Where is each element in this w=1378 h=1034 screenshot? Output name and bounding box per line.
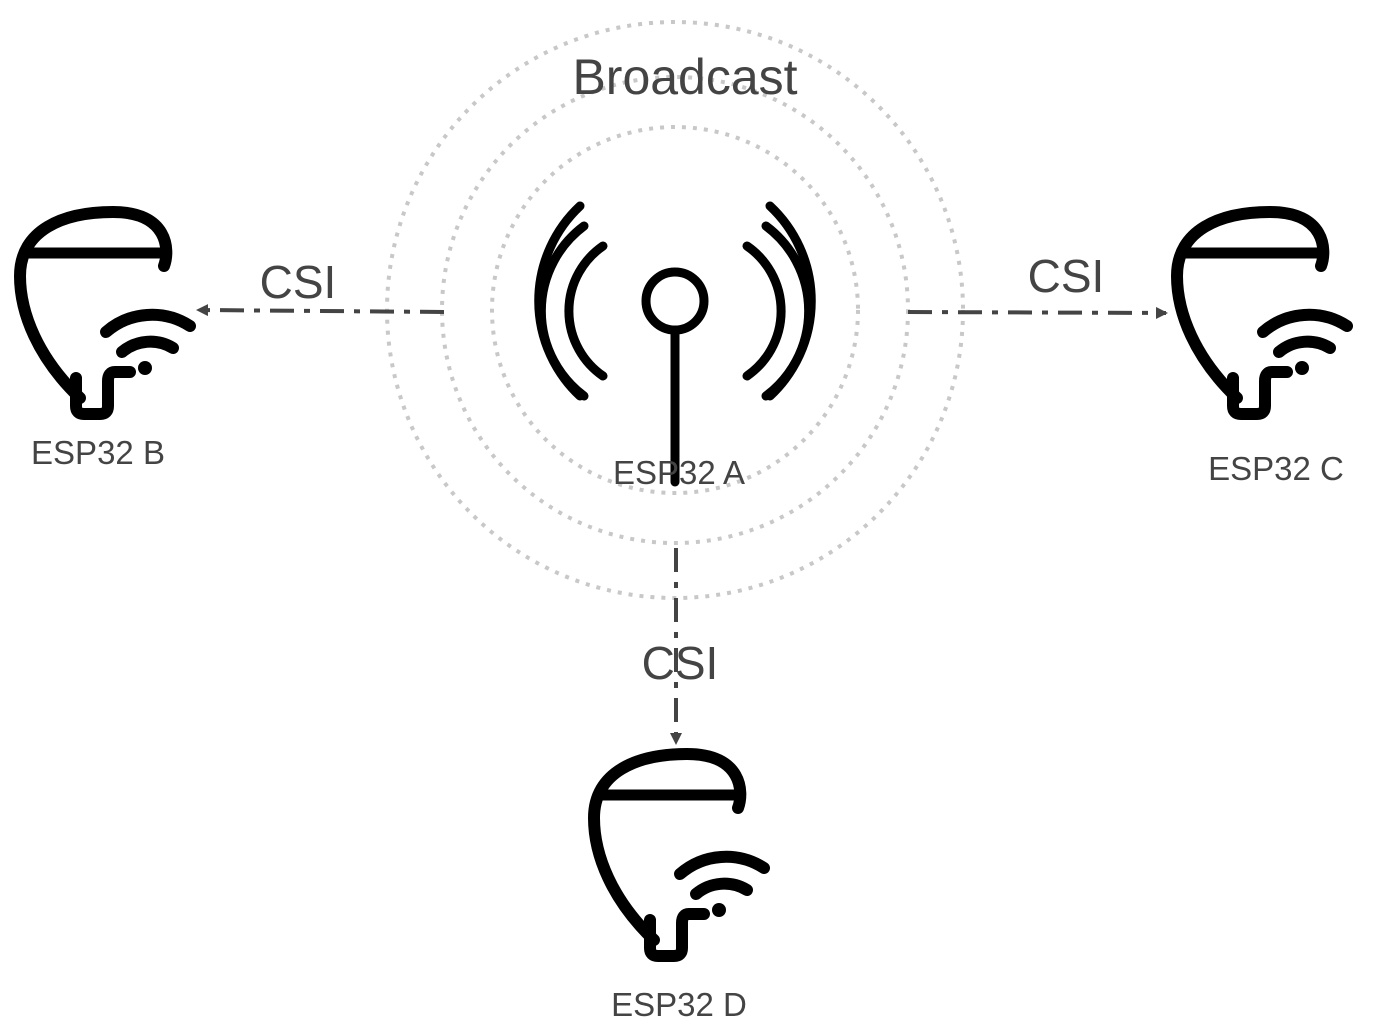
smart-bulb-wifi-icon [20,212,190,414]
broadcast-rings [385,20,965,600]
edge-label-b: CSI [260,256,337,308]
broadcast-ring-inner [490,125,860,495]
edge-a-to-c [907,306,1168,319]
node-label-d: ESP32 D [611,986,747,1023]
csi-edges [196,304,1168,745]
broadcast-ring-middle [440,75,910,545]
broadcast-ring-outer [385,20,965,600]
edge-a-to-b [196,304,445,317]
smart-bulb-wifi-icon [1177,212,1347,414]
broadcast-label: Broadcast [572,49,797,105]
antenna-icon [534,201,816,487]
edge-label-c: CSI [1028,250,1105,302]
center-node-label: ESP32 A [613,454,745,491]
smart-bulb-wifi-icon [594,754,764,956]
edge-label-d: CSI [642,637,719,689]
node-label-b: ESP32 B [31,434,165,471]
node-label-c: ESP32 C [1208,450,1344,487]
